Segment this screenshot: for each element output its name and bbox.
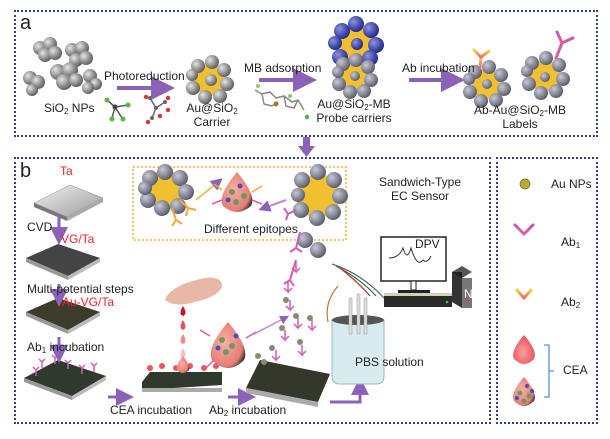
vg-ta-substrate-image xyxy=(26,244,100,280)
legend-cea-drop-icon xyxy=(513,335,535,364)
carrier-label: Au@SiO2 Carrier xyxy=(186,101,238,130)
panel-connector-arrow xyxy=(298,137,315,157)
panel-a-letter: a xyxy=(20,12,32,34)
panel-b-sensor-fabrication xyxy=(14,157,491,424)
multi-potential-steps-label: Multi-potential steps xyxy=(27,282,134,296)
sio2-nps-label: SiO2 NPs xyxy=(44,101,95,116)
potentiostat-monitor-image xyxy=(380,236,452,307)
photoreduction-label: Photoreduction xyxy=(104,69,185,83)
nitrogen-cylinder-image xyxy=(452,266,472,308)
legend-ab2-label: Ab2 xyxy=(561,295,581,310)
ab-incubation-label: Ab incubation xyxy=(402,61,475,75)
electrode-wires-image xyxy=(326,263,385,323)
finger-image xyxy=(165,277,222,305)
ta-substrate-image xyxy=(33,184,104,221)
blood-drops-image xyxy=(176,306,190,373)
electrochemical-cell-beaker-image xyxy=(331,293,385,385)
panel-a-synthesis xyxy=(14,10,598,137)
haucl4-molecule-icon xyxy=(104,97,131,122)
panel-b-letter: b xyxy=(20,160,32,182)
probe-carriers-label: Au@SiO2-MB Probe carriers xyxy=(316,97,392,126)
n2-label: N2 xyxy=(464,287,478,302)
epitope-inset-box xyxy=(132,166,347,241)
binding-arrow xyxy=(251,315,290,336)
methylene-blue-molecule-icon xyxy=(254,84,310,120)
to-beaker-arrow xyxy=(330,377,369,404)
vg-ta-label: VG/Ta xyxy=(61,232,95,246)
citrate-molecule-icon xyxy=(143,94,171,125)
ab1-incubation-label: Ab1 incubation xyxy=(27,340,105,355)
pbs-solution-label: PBS solution xyxy=(355,355,424,369)
dpv-label: DPV xyxy=(415,237,440,251)
label-with-ab2-image xyxy=(463,48,511,108)
sio2-nanoparticles-image xyxy=(23,37,102,96)
legend-ab1-label: Ab1 xyxy=(561,235,581,250)
mb-adsorption-label: MB adsorption xyxy=(244,61,322,75)
ta-label: Ta xyxy=(60,164,73,178)
legend-ab1-icon xyxy=(513,223,535,261)
au-vg-ta-label: Au-VG/Ta xyxy=(62,295,115,309)
legend-au-np-icon xyxy=(519,178,531,190)
cea-incubation-label: CEA incubation xyxy=(110,403,193,417)
legend-panel xyxy=(496,157,598,424)
epitope-label-cluster-right xyxy=(283,164,348,287)
cvd-label: CVD xyxy=(27,220,53,234)
au-vg-ta-substrate-image xyxy=(26,298,100,334)
legend-cea-label: CEA xyxy=(563,363,588,377)
epitope-label-cluster-left xyxy=(138,164,197,227)
label-with-ab1-image xyxy=(521,30,575,100)
ab2-incubation-label: Ab2 incubation xyxy=(209,403,287,418)
cea-antigen-image xyxy=(199,322,257,369)
sandwich-electrode-image xyxy=(246,262,330,407)
different-epitopes-label: Different epitopes xyxy=(204,222,298,236)
labels-caption: Ab-Au@SiO2-MB Labels xyxy=(474,103,566,132)
epitope-cea-image xyxy=(211,172,263,212)
probe-carrier-grey-image xyxy=(332,53,378,99)
legend-au-nps-label: Au NPs xyxy=(551,177,592,191)
epitope-arrow-right xyxy=(258,199,287,212)
au-sio2-carrier-image xyxy=(186,55,234,104)
cea-bound-electrode-image xyxy=(142,363,222,392)
ab1-modified-electrode-image xyxy=(24,354,106,400)
legend-ab2-icon xyxy=(515,288,533,318)
sensor-title: Sandwich-Type EC Sensor xyxy=(378,175,462,203)
legend-cea-labeled-icon xyxy=(513,377,535,406)
cea-bracket xyxy=(544,344,554,398)
